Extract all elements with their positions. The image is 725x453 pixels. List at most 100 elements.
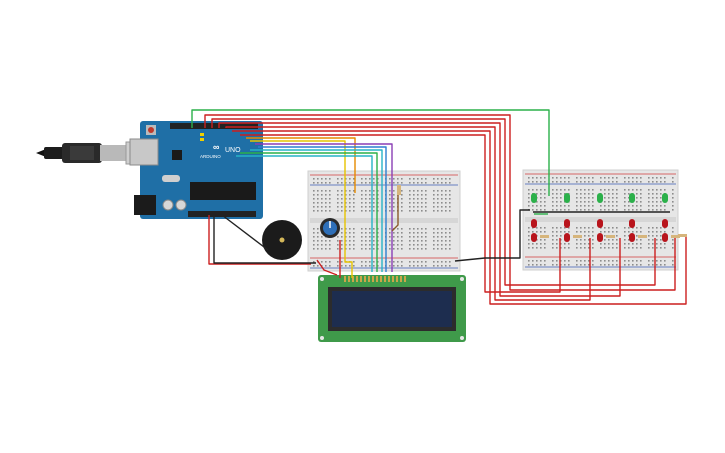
breadboard-hole[interactable] xyxy=(361,261,363,263)
breadboard-hole[interactable] xyxy=(560,264,562,266)
breadboard-hole[interactable] xyxy=(353,202,355,204)
breadboard-hole[interactable] xyxy=(636,260,638,262)
breadboard-hole[interactable] xyxy=(349,178,351,180)
breadboard-hole[interactable] xyxy=(636,243,638,245)
breadboard-hole[interactable] xyxy=(433,206,435,208)
breadboard-hole[interactable] xyxy=(421,194,423,196)
breadboard-hole[interactable] xyxy=(592,193,594,195)
breadboard-hole[interactable] xyxy=(560,235,562,237)
breadboard-hole[interactable] xyxy=(616,197,618,199)
breadboard-hole[interactable] xyxy=(584,260,586,262)
breadboard-hole[interactable] xyxy=(576,177,578,179)
breadboard-hole[interactable] xyxy=(532,205,534,207)
breadboard-hole[interactable] xyxy=(568,227,570,229)
breadboard-hole[interactable] xyxy=(624,193,626,195)
breadboard-hole[interactable] xyxy=(441,265,443,267)
breadboard-hole[interactable] xyxy=(417,190,419,192)
breadboard-hole[interactable] xyxy=(576,227,578,229)
breadboard-hole[interactable] xyxy=(640,201,642,203)
breadboard-hole[interactable] xyxy=(556,247,558,249)
lcd-16x2-display[interactable] xyxy=(318,275,466,342)
breadboard-hole[interactable] xyxy=(656,260,658,262)
breadboard-hole[interactable] xyxy=(437,228,439,230)
breadboard-hole[interactable] xyxy=(329,248,331,250)
breadboard-hole[interactable] xyxy=(369,240,371,242)
breadboard-hole[interactable] xyxy=(664,243,666,245)
breadboard-hole[interactable] xyxy=(656,231,658,233)
breadboard-hole[interactable] xyxy=(317,236,319,238)
breadboard-hole[interactable] xyxy=(317,244,319,246)
breadboard-hole[interactable] xyxy=(648,243,650,245)
breadboard-hole[interactable] xyxy=(325,248,327,250)
breadboard-hole[interactable] xyxy=(425,182,427,184)
breadboard-hole[interactable] xyxy=(369,228,371,230)
breadboard-hole[interactable] xyxy=(636,209,638,211)
breadboard-hole[interactable] xyxy=(652,264,654,266)
breadboard-hole[interactable] xyxy=(672,247,674,249)
breadboard-hole[interactable] xyxy=(580,205,582,207)
breadboard-hole[interactable] xyxy=(389,228,391,230)
breadboard-hole[interactable] xyxy=(600,209,602,211)
breadboard-hole[interactable] xyxy=(660,209,662,211)
breadboard-hole[interactable] xyxy=(377,248,379,250)
breadboard-hole[interactable] xyxy=(377,202,379,204)
breadboard-hole[interactable] xyxy=(409,265,411,267)
breadboard-hole[interactable] xyxy=(612,231,614,233)
red-led[interactable] xyxy=(629,219,635,228)
red-led[interactable] xyxy=(629,233,635,242)
breadboard-hole[interactable] xyxy=(365,248,367,250)
breadboard-hole[interactable] xyxy=(337,261,339,263)
breadboard-hole[interactable] xyxy=(377,194,379,196)
breadboard-hole[interactable] xyxy=(632,260,634,262)
breadboard-hole[interactable] xyxy=(616,260,618,262)
breadboard-hole[interactable] xyxy=(568,231,570,233)
breadboard-hole[interactable] xyxy=(544,260,546,262)
breadboard-hole[interactable] xyxy=(556,239,558,241)
breadboard-hole[interactable] xyxy=(648,197,650,199)
breadboard-hole[interactable] xyxy=(536,260,538,262)
breadboard-hole[interactable] xyxy=(389,236,391,238)
breadboard-hole[interactable] xyxy=(365,228,367,230)
breadboard-hole[interactable] xyxy=(628,235,630,237)
breadboard-hole[interactable] xyxy=(389,182,391,184)
breadboard-hole[interactable] xyxy=(437,261,439,263)
breadboard-hole[interactable] xyxy=(568,243,570,245)
breadboard-hole[interactable] xyxy=(564,205,566,207)
breadboard-hole[interactable] xyxy=(353,240,355,242)
breadboard-hole[interactable] xyxy=(397,265,399,267)
breadboard-hole[interactable] xyxy=(652,260,654,262)
breadboard-hole[interactable] xyxy=(664,181,666,183)
breadboard-hole[interactable] xyxy=(608,193,610,195)
breadboard-hole[interactable] xyxy=(564,227,566,229)
breadboard-hole[interactable] xyxy=(660,239,662,241)
breadboard-hole[interactable] xyxy=(341,190,343,192)
breadboard-hole[interactable] xyxy=(349,228,351,230)
breadboard-hole[interactable] xyxy=(313,236,315,238)
wire-red[interactable] xyxy=(208,215,311,265)
breadboard-hole[interactable] xyxy=(600,181,602,183)
breadboard-hole[interactable] xyxy=(445,228,447,230)
breadboard-hole[interactable] xyxy=(417,194,419,196)
wire-black[interactable] xyxy=(454,209,530,262)
breadboard-hole[interactable] xyxy=(337,198,339,200)
breadboard-hole[interactable] xyxy=(345,210,347,212)
breadboard-hole[interactable] xyxy=(313,206,315,208)
breadboard-hole[interactable] xyxy=(397,236,399,238)
breadboard-hole[interactable] xyxy=(345,202,347,204)
wire-brown[interactable] xyxy=(391,195,399,232)
breadboard-hole[interactable] xyxy=(580,201,582,203)
breadboard-hole[interactable] xyxy=(401,178,403,180)
breadboard-hole[interactable] xyxy=(421,236,423,238)
breadboard-hole[interactable] xyxy=(393,198,395,200)
breadboard-hole[interactable] xyxy=(421,182,423,184)
wire-black[interactable] xyxy=(221,214,269,251)
breadboard-hole[interactable] xyxy=(664,209,666,211)
breadboard-hole[interactable] xyxy=(592,235,594,237)
breadboard-hole[interactable] xyxy=(648,201,650,203)
breadboard-hole[interactable] xyxy=(401,244,403,246)
breadboard-hole[interactable] xyxy=(337,244,339,246)
breadboard-hole[interactable] xyxy=(397,244,399,246)
breadboard-hole[interactable] xyxy=(441,194,443,196)
breadboard-hole[interactable] xyxy=(648,264,650,266)
